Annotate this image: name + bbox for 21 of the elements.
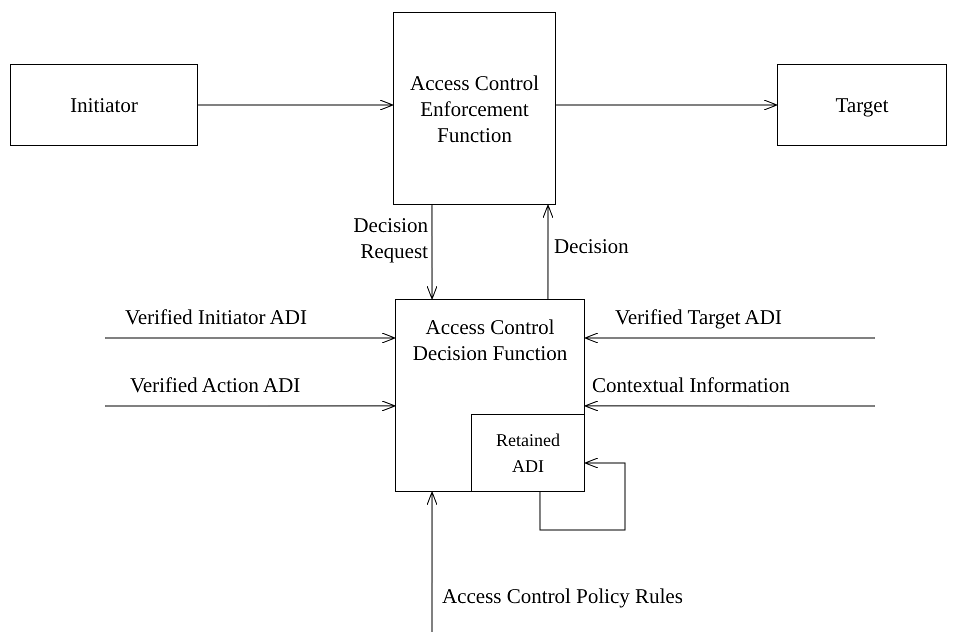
process-box	[395, 299, 585, 492]
node-label: Retained ADI	[495, 429, 561, 478]
process-box	[471, 414, 585, 492]
process-box	[393, 12, 556, 205]
arrow	[584, 332, 876, 344]
arrow	[426, 204, 438, 300]
edge-label: Decision Request	[352, 212, 429, 264]
node-label: Access Control Decision Function	[412, 314, 568, 366]
node-label: Initiator	[70, 92, 138, 118]
node-label: Target	[836, 92, 888, 118]
arrow	[542, 204, 554, 300]
node-label: Access Control Enforcement Function	[409, 70, 540, 148]
arrow	[539, 458, 626, 530]
process-box	[777, 64, 947, 146]
arrow	[198, 100, 394, 111]
arrow	[104, 332, 396, 344]
arrow	[426, 492, 438, 632]
arrow	[556, 100, 778, 110]
arrow	[584, 400, 876, 412]
arrow	[104, 400, 396, 412]
process-box	[10, 64, 198, 146]
